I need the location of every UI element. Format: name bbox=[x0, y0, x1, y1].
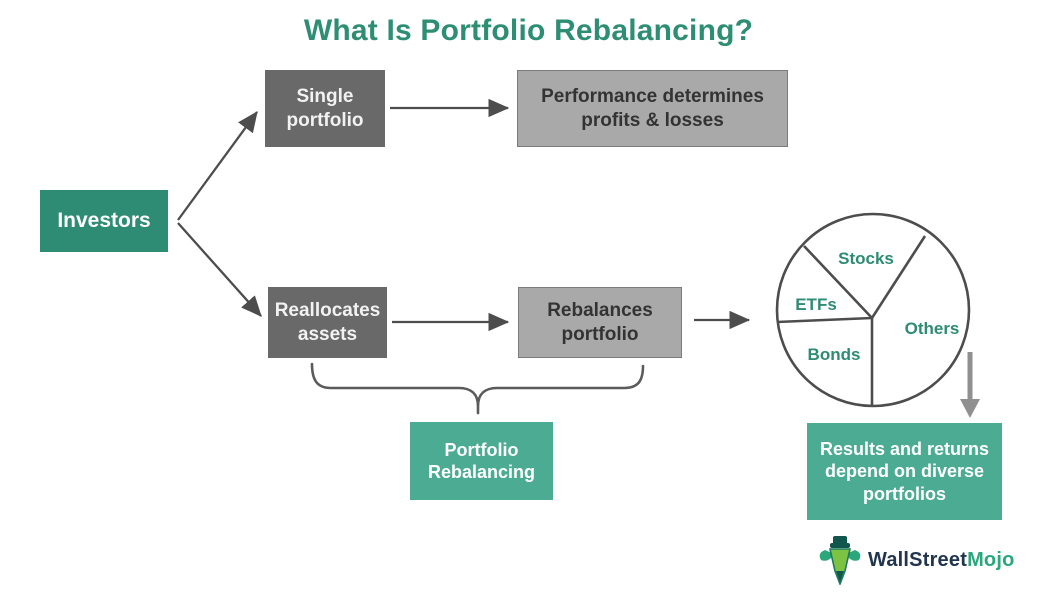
performance-node: Performance determines profits & losses bbox=[517, 70, 788, 147]
curly-brace bbox=[310, 362, 645, 415]
rebalances-portfolio-node: Rebalances portfolio bbox=[518, 287, 682, 358]
pie-label-stocks: Stocks bbox=[838, 249, 894, 268]
logo-text-primary: WallStreet bbox=[868, 548, 968, 571]
allocation-pie-chart: Stocks ETFs Bonds Others bbox=[775, 212, 971, 408]
pie-divider-stocks-etfs bbox=[803, 245, 873, 319]
pie-label-etfs: ETFs bbox=[795, 295, 837, 314]
reallocates-assets-node: Reallocates assets bbox=[268, 287, 387, 358]
investors-node: Investors bbox=[40, 190, 168, 252]
portfolio-rebalancing-node: Portfolio Rebalancing bbox=[410, 422, 553, 500]
pie-divider-etfs-bonds bbox=[776, 316, 873, 324]
pie-divider-stocks-others bbox=[870, 235, 927, 319]
wallstreetmojo-bull-icon bbox=[819, 536, 861, 585]
arrow-investors-to-reallocates bbox=[177, 222, 262, 317]
results-node: Results and returns depend on diverse po… bbox=[807, 423, 1002, 520]
wallstreetmojo-wordmark: WallStreetMojo bbox=[868, 549, 1015, 572]
wallstreetmojo-logo: WallStreetMojo bbox=[818, 535, 1015, 585]
arrow-pie-to-results bbox=[960, 352, 980, 418]
pie-outline bbox=[775, 212, 971, 408]
single-portfolio-node: Single portfolio bbox=[265, 70, 385, 147]
pie-label-bonds: Bonds bbox=[808, 345, 861, 364]
arrow-investors-to-single-portfolio bbox=[177, 111, 258, 221]
pie-label-others: Others bbox=[905, 319, 960, 338]
logo-text-accent: Mojo bbox=[967, 548, 1015, 571]
page-title: What Is Portfolio Rebalancing? bbox=[303, 14, 754, 47]
